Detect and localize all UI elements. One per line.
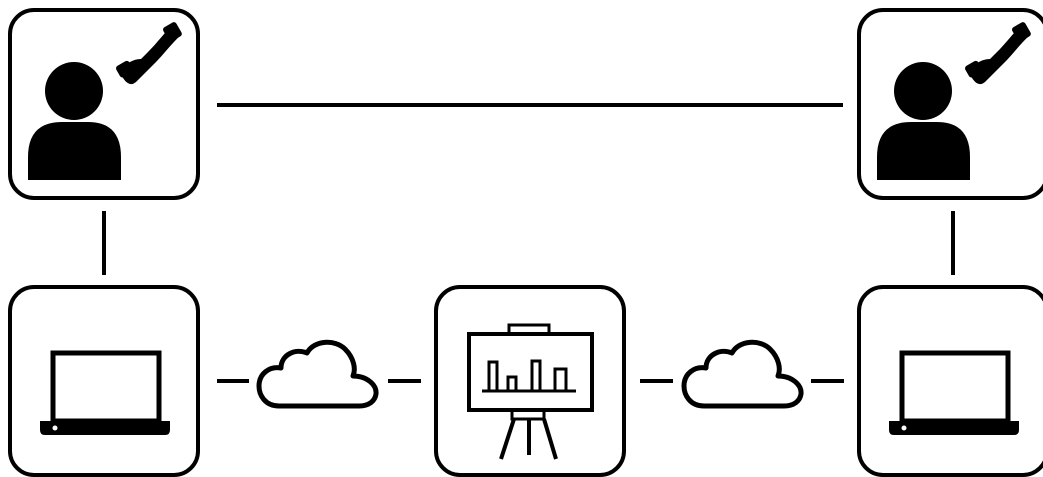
node-laptop-right xyxy=(857,285,1043,477)
node-caller-right xyxy=(857,8,1043,200)
node-frame xyxy=(857,285,1043,477)
presentation-board-icon xyxy=(467,323,594,460)
node-laptop-left xyxy=(8,285,200,477)
cloud-icon xyxy=(256,339,379,409)
node-presentation-board xyxy=(434,285,626,477)
laptop-icon xyxy=(889,350,1019,435)
person-phone-icon xyxy=(28,22,182,180)
cloud-icon xyxy=(681,339,804,409)
connectors xyxy=(102,103,955,383)
laptop-icon xyxy=(40,350,170,435)
node-frame xyxy=(8,285,200,477)
person-phone-icon xyxy=(877,22,1031,180)
node-caller-left xyxy=(8,8,200,200)
